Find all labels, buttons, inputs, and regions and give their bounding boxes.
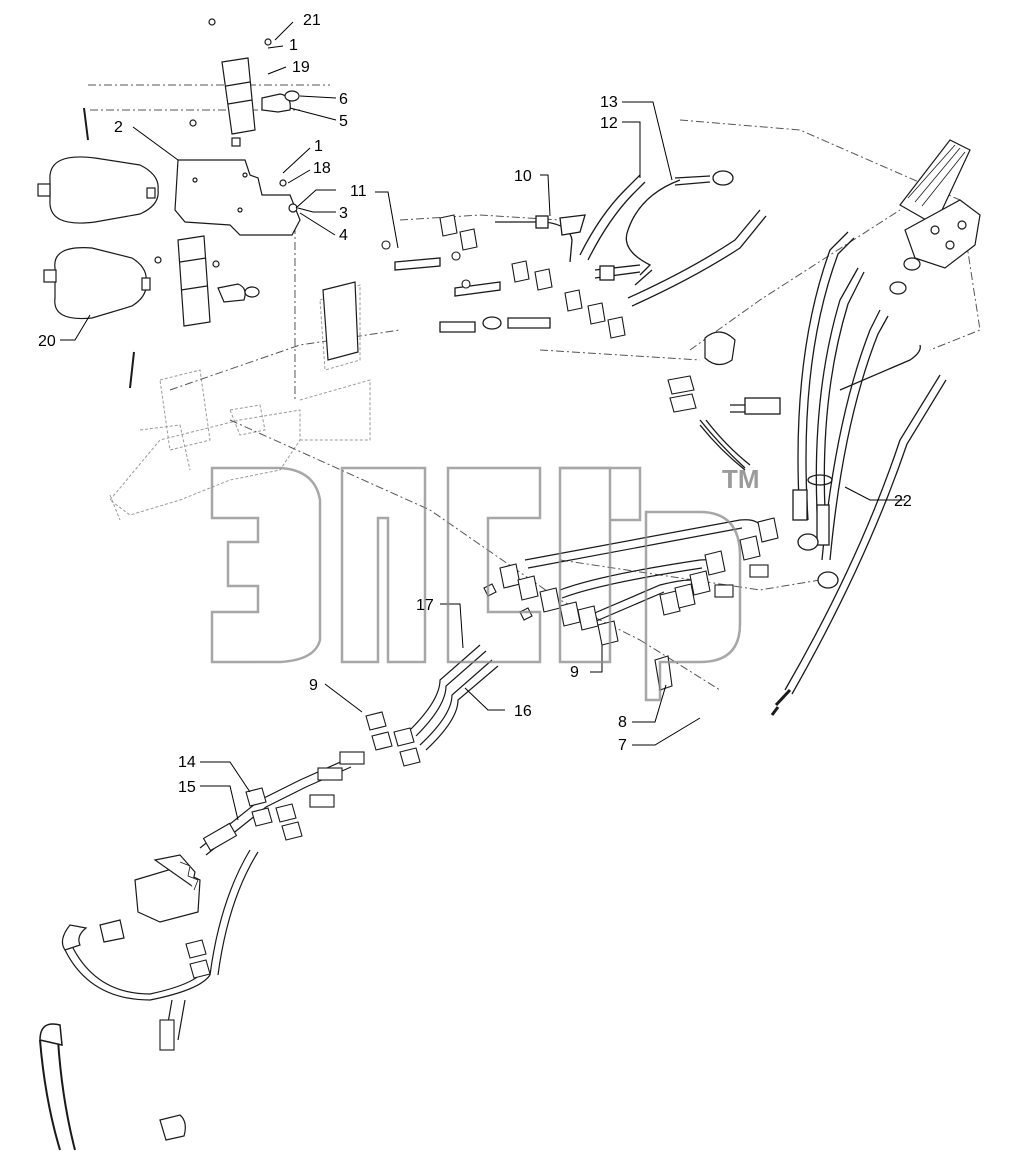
hydraulic-pump [39,854,201,1141]
accumulator-lower [54,247,147,320]
callout-13: 13 [600,94,618,111]
pipe-right [839,344,921,391]
callout-labels: 21 1 19 6 5 2 1 18 11 3 4 20 13 12 10 22… [38,12,912,796]
clamp-blocks-upper [381,214,697,413]
hose-return [209,849,259,976]
callout-16: 16 [514,703,532,720]
accumulator-small [704,331,736,366]
hose-pump [64,945,211,1001]
pipe-17 [409,644,487,737]
pivot-post [322,281,359,361]
callout-6: 6 [339,91,348,108]
callout-leaders [60,21,905,821]
callout-19: 19 [292,59,310,76]
hose-c [821,309,889,561]
hoses-right [699,231,947,716]
pipe-set-middle [39,519,763,1151]
hose-12 [579,174,646,261]
hose-22 [784,374,947,695]
callout-17: 17 [416,597,434,614]
pipe-16 [419,659,499,751]
callout-3: 3 [339,205,348,222]
callout-1: 1 [289,37,298,54]
callout-22: 22 [894,493,912,510]
watermark [210,466,742,702]
clamp-blocks-middle [159,517,779,1051]
cup-clamp [667,375,697,413]
hose-10 [495,221,573,263]
accumulator-upper [49,156,159,224]
rail-11 [394,257,501,297]
hose-a [797,231,855,521]
watermark-tm: TM [722,464,760,494]
bolt-long [83,107,89,141]
control-valve-block [704,139,981,366]
rod-pair [439,317,551,333]
callout-12: 12 [600,115,618,132]
callout-18: 18 [313,160,331,177]
callout-10: 10 [514,168,532,185]
callout-4: 4 [339,227,348,244]
callout-21: 21 [303,12,321,29]
callout-9: 9 [309,677,318,694]
callout-7: 7 [618,737,627,754]
hose-b [815,267,865,531]
bracket-plate [174,159,301,236]
chassis-outline [109,284,371,521]
hose-13 [625,179,681,286]
callout-14: 14 [178,754,196,771]
callout-2: 2 [114,119,123,136]
callout-15: 15 [178,779,196,796]
callout-8: 8 [618,714,627,731]
upper-clamp [221,57,256,135]
callout-5: 5 [339,113,348,130]
callout-1b: 1 [314,138,323,155]
elbow-bottom [159,1114,186,1141]
ring-22-hose [699,419,746,469]
callout-20: 20 [38,333,56,350]
suction-elbow [39,1023,63,1046]
bolt-lower [129,351,135,389]
elbow-fitting-lower [217,283,246,303]
callout-11: 11 [350,183,367,200]
callout-9b: 9 [570,664,579,681]
lower-clamp [177,235,211,327]
accumulator-bracket-assembly [37,18,359,389]
pipe-suction [39,1039,76,1151]
hose-group-upper [394,170,767,469]
